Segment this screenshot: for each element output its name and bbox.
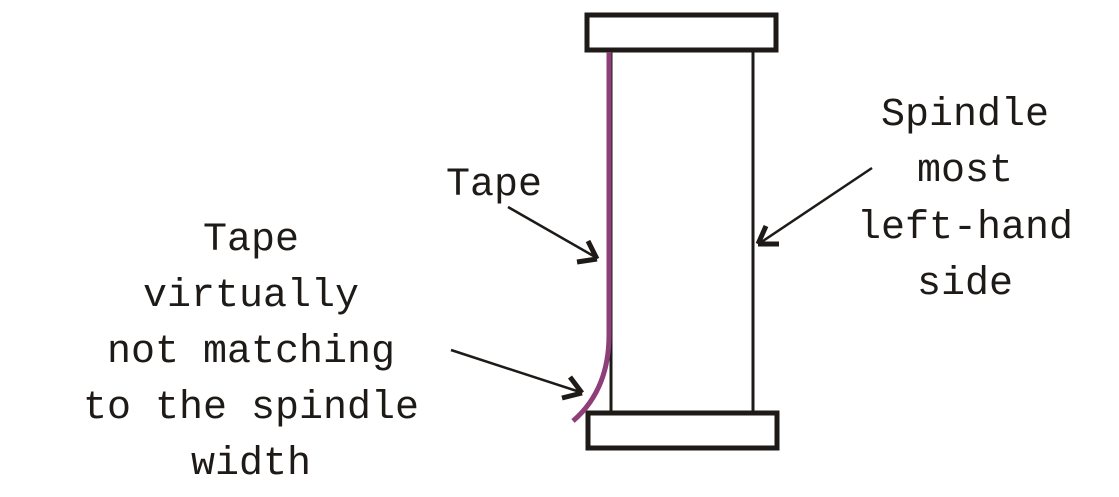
top-flange — [584, 12, 779, 53]
spindle-label-line: most — [917, 149, 1013, 194]
mismatch-label: Tape virtually not matching to the spind… — [83, 218, 419, 487]
bottom-flange — [585, 410, 780, 451]
mismatch-arrow — [450, 348, 584, 401]
mismatch-label-line: width — [191, 442, 311, 487]
tape-strip — [571, 52, 612, 423]
spindle-label-line: Spindle — [881, 93, 1049, 138]
spindle-arrow — [755, 166, 873, 247]
mismatch-label-line: not matching — [107, 330, 395, 375]
tape-label: Tape — [446, 163, 542, 208]
mismatch-label-line: Tape — [203, 218, 299, 263]
spindle-label: Spindle most left-hand side — [857, 93, 1073, 307]
mismatch-label-line: to the spindle — [83, 386, 419, 431]
spindle-label-line: side — [917, 262, 1013, 307]
spindle-label-line: left-hand — [857, 206, 1073, 251]
mismatch-label-line: virtually — [143, 274, 359, 319]
tape-arrow — [507, 205, 600, 265]
